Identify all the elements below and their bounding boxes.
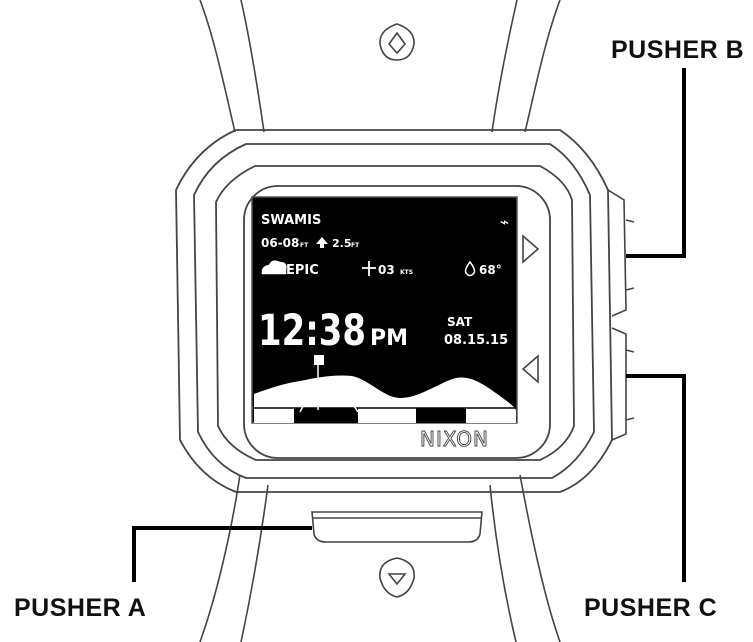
label-pusher-b: PUSHER B (611, 36, 745, 64)
screen-condition: EPIC (286, 263, 319, 278)
screen-wind-unit: KTS (400, 269, 413, 276)
screen-ampm: PM (370, 326, 408, 351)
callout-line-pusher-b (626, 68, 686, 258)
pusher-a[interactable] (311, 511, 483, 543)
callout-lines (132, 68, 686, 582)
label-pusher-c: PUSHER C (584, 594, 718, 622)
screen-tide-time-unit: FT (300, 242, 309, 249)
water-drop-icon (464, 260, 476, 277)
callout-line-pusher-c (626, 374, 686, 582)
strap-hole-bottom (379, 557, 415, 598)
screen-day: SAT (447, 315, 473, 329)
watch-strap (199, 0, 561, 642)
pusher-b[interactable] (607, 189, 635, 317)
wind-icon (362, 261, 376, 276)
strap-hole-top (379, 23, 415, 61)
condition-cloud-icon (261, 260, 287, 275)
tide-chart-icon (254, 355, 516, 423)
screen-date: 08.15.15 (444, 333, 508, 348)
label-pusher-a: PUSHER A (14, 594, 147, 622)
wave-height-arrow-icon (316, 237, 328, 248)
screen-wind-speed: 03 (378, 263, 395, 277)
pusher-c[interactable] (611, 327, 635, 441)
watch-case (175, 129, 613, 493)
nixon-logo: NIXON (420, 427, 489, 451)
screen-tide-time: 06-08 (261, 236, 299, 250)
screen-time: 12:38 (258, 306, 366, 356)
callout-line-pusher-a (132, 526, 312, 582)
play-arrow-icon (522, 234, 540, 264)
screen-wave-height-unit: FT (351, 242, 360, 249)
screen-wave-height: 2.5 (332, 237, 352, 250)
back-arrow-icon (521, 354, 539, 384)
screen-location: SWAMIS (261, 213, 321, 228)
bluetooth-icon: ⌁ (500, 213, 509, 231)
screen-water-temp: 68° (479, 263, 502, 277)
